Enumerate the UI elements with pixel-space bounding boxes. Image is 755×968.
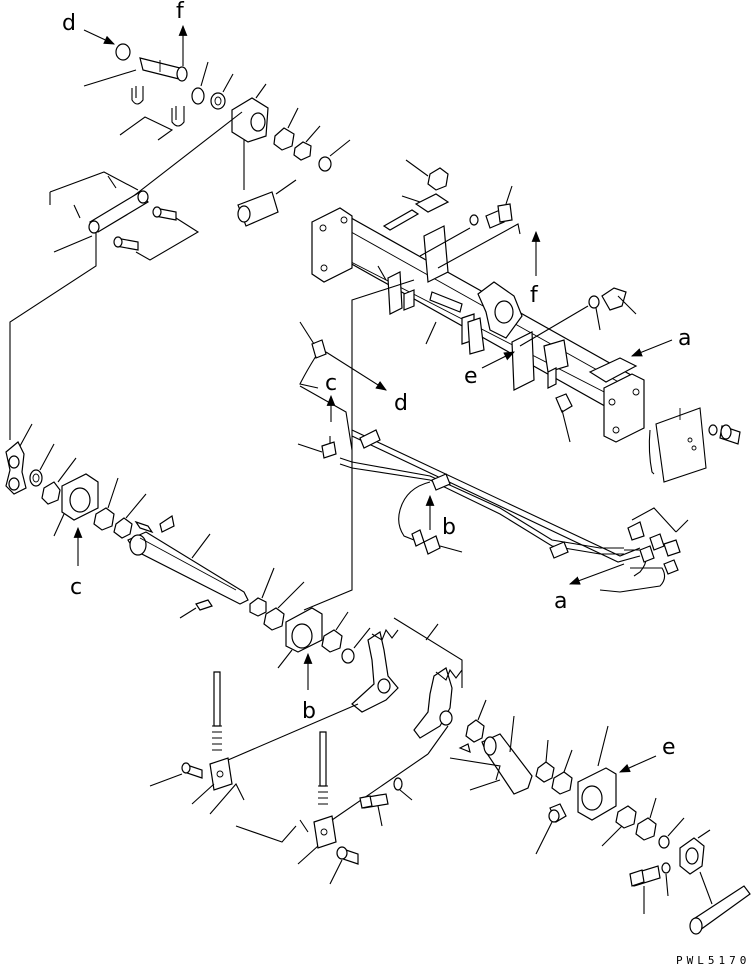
- label-a-right: a: [630, 326, 691, 357]
- svg-text:a: a: [678, 326, 691, 351]
- svg-text:e: e: [662, 735, 676, 760]
- label-b-mid: b: [425, 494, 456, 540]
- label-b-lower: b: [302, 652, 316, 724]
- svg-text:b: b: [442, 515, 456, 540]
- main-frame-assembly: [311, 159, 645, 443]
- label-a-lower: a: [554, 563, 625, 614]
- nut-part: [427, 167, 449, 191]
- svg-text:e: e: [464, 364, 478, 389]
- left-shaft-assembly: [5, 279, 415, 669]
- lever-plate-part: [351, 631, 399, 713]
- svg-text:d: d: [394, 391, 408, 416]
- u-bolt-part: [131, 86, 144, 105]
- frame-beam-part: [315, 213, 641, 411]
- top-left-linkage-group: [9, 43, 351, 440]
- pin-part: [139, 57, 184, 81]
- svg-text:d: d: [62, 11, 76, 36]
- cover-plate-group: [648, 407, 741, 483]
- svg-text:b: b: [302, 699, 316, 724]
- svg-text:f: f: [530, 283, 539, 308]
- svg-text:f: f: [176, 0, 185, 24]
- drawing-code: PWL5170: [676, 954, 750, 967]
- label-c-mid: c: [325, 371, 337, 422]
- svg-text:a: a: [554, 589, 567, 614]
- label-f-right: f: [530, 230, 541, 308]
- washer-part: [115, 43, 131, 61]
- adjust-rod-part: [213, 671, 221, 727]
- lower-lever-assembly: [149, 617, 751, 935]
- label-d-mid: d: [325, 351, 408, 416]
- svg-text:c: c: [325, 371, 337, 396]
- label-e-right: e: [464, 351, 515, 389]
- label-f-top: f: [176, 0, 188, 66]
- adjust-rod-part: [319, 731, 327, 787]
- label-d-top: d: [62, 11, 115, 45]
- label-e-lower: e: [618, 735, 676, 773]
- svg-text:c: c: [70, 575, 82, 600]
- label-c-left: c: [70, 526, 83, 600]
